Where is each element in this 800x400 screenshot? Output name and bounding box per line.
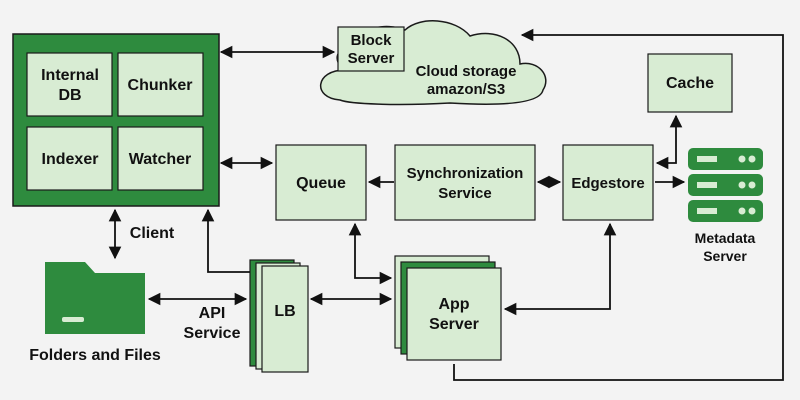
watcher-box xyxy=(117,126,204,191)
arrow-app-server-cloud xyxy=(453,28,784,381)
internal-db-label-2: DB xyxy=(58,87,81,104)
indexer-label: Indexer xyxy=(42,151,99,168)
client-label: Client xyxy=(130,225,175,242)
cloud-storage-label-2: amazon/S3 xyxy=(427,81,505,98)
block-server-box xyxy=(337,26,405,72)
api-service-label-2: Service xyxy=(184,325,241,342)
sync-service-label-2: Service xyxy=(438,185,491,202)
app-server-label-1: App xyxy=(438,296,469,313)
sync-service-label-1: Synchronization xyxy=(407,165,524,182)
folders-label: Folders and Files xyxy=(29,347,161,364)
chunker-label: Chunker xyxy=(128,77,193,94)
metadata-server-label-2: Server xyxy=(703,248,747,264)
watcher-label: Watcher xyxy=(129,151,192,168)
chunker-box xyxy=(117,52,204,117)
metadata-server-label-1: Metadata xyxy=(695,230,756,246)
queue-box xyxy=(275,144,367,221)
cache-box xyxy=(647,53,733,113)
arrow-edgestore-app-server xyxy=(503,222,617,316)
internal-db-label-1: Internal xyxy=(41,67,99,84)
app-server-stack xyxy=(394,255,502,361)
arrow-lb-client xyxy=(201,208,250,273)
sync-service-box xyxy=(394,144,536,221)
block-server-label-2: Server xyxy=(348,50,395,67)
lb-label: LB xyxy=(274,303,295,320)
connectors xyxy=(108,28,784,381)
cloud-storage: Block Server Cloud storage amazon/S3 xyxy=(320,20,547,106)
client-container: Internal DB Chunker Indexer Watcher xyxy=(12,33,220,207)
cache-label: Cache xyxy=(666,75,714,92)
edgestore-box xyxy=(562,144,654,221)
internal-db-box xyxy=(26,52,113,117)
api-service-label-1: API xyxy=(199,305,226,322)
edgestore-label: Edgestore xyxy=(571,175,644,192)
lb-stack xyxy=(249,259,309,373)
folder-icon xyxy=(45,262,145,334)
arrow-queue-app-server xyxy=(348,222,393,285)
cloud-storage-label-1: Cloud storage xyxy=(416,63,517,80)
block-server-label-1: Block xyxy=(351,32,393,49)
database-server-icon xyxy=(688,148,763,222)
arrow-edgestore-cache xyxy=(655,114,683,170)
indexer-box xyxy=(26,126,113,191)
app-server-label-2: Server xyxy=(429,316,479,333)
queue-label: Queue xyxy=(296,175,346,192)
